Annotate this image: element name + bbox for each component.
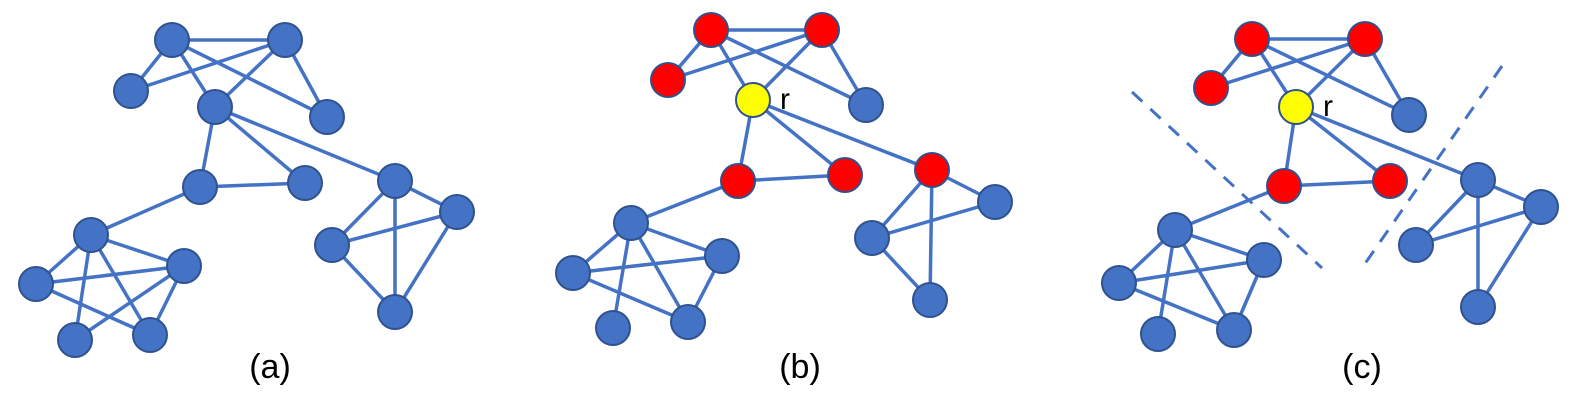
node-a-14 bbox=[57, 322, 93, 358]
node-b-14 bbox=[704, 238, 740, 274]
node-c-4 bbox=[1391, 97, 1427, 133]
edge-c-15-17 bbox=[1117, 281, 1236, 332]
neighborhood-node-c-2 bbox=[1193, 70, 1229, 106]
edge-a-3-7 bbox=[213, 105, 397, 183]
root-label-b: r bbox=[780, 83, 790, 116]
node-a-4 bbox=[309, 99, 345, 135]
root-label-c: r bbox=[1323, 90, 1333, 123]
node-c-9 bbox=[1157, 212, 1193, 248]
root-node-c-3 bbox=[1278, 89, 1314, 125]
node-a-13 bbox=[18, 266, 54, 302]
edge-a-13-11 bbox=[34, 264, 186, 286]
node-a-0 bbox=[154, 22, 190, 58]
neighborhood-node-b-1 bbox=[804, 12, 840, 48]
node-c-13 bbox=[1460, 289, 1496, 325]
edge-b-8-12 bbox=[928, 168, 934, 302]
edge-c-1-2 bbox=[1209, 37, 1367, 90]
edge-a-11-14 bbox=[73, 264, 186, 342]
node-a-15 bbox=[132, 317, 168, 353]
node-b-12 bbox=[912, 282, 948, 318]
neighborhood-node-b-6 bbox=[720, 163, 756, 199]
neighborhood-node-c-6 bbox=[1266, 168, 1302, 204]
edge-b-13-14 bbox=[571, 254, 724, 275]
neighborhood-node-b-2 bbox=[650, 62, 686, 98]
node-c-17 bbox=[1216, 312, 1252, 348]
edge-b-1-2 bbox=[666, 28, 824, 82]
edge-b-3-8 bbox=[751, 98, 934, 172]
node-b-15 bbox=[595, 310, 631, 346]
edge-c-3-5 bbox=[1294, 105, 1392, 183]
edge-b-6-9 bbox=[629, 179, 740, 225]
edge-a-1-2 bbox=[129, 38, 287, 93]
edge-b-9-16 bbox=[629, 221, 690, 324]
node-b-16 bbox=[670, 304, 706, 340]
edge-b-10-11 bbox=[870, 200, 997, 240]
edge-c-0-4 bbox=[1250, 37, 1411, 117]
neighborhood-node-b-0 bbox=[693, 12, 729, 48]
node-a-7 bbox=[377, 163, 413, 199]
edge-c-11-13 bbox=[1476, 205, 1543, 309]
node-b-9 bbox=[613, 205, 649, 241]
separator-line-left bbox=[1130, 90, 1324, 270]
edge-b-3-7 bbox=[751, 98, 847, 177]
edge-c-3-10 bbox=[1294, 105, 1480, 182]
node-c-10 bbox=[1460, 162, 1496, 198]
node-a-11 bbox=[166, 248, 202, 284]
node-c-12 bbox=[1398, 227, 1434, 263]
node-a-8 bbox=[439, 194, 475, 230]
panel-c: r (c) bbox=[1101, 21, 1559, 386]
separator-line-right bbox=[1360, 65, 1504, 269]
edge-c-9-17 bbox=[1173, 228, 1236, 332]
node-a-3 bbox=[197, 89, 233, 125]
node-b-13 bbox=[555, 255, 591, 291]
node-a-1 bbox=[267, 22, 303, 58]
edge-a-9-15 bbox=[89, 233, 152, 337]
neighborhood-node-c-0 bbox=[1234, 21, 1270, 57]
neighborhood-node-c-1 bbox=[1347, 21, 1383, 57]
panel-caption-b: (b) bbox=[779, 348, 821, 386]
node-a-9 bbox=[73, 217, 109, 253]
node-a-12 bbox=[377, 294, 413, 330]
node-b-11 bbox=[854, 220, 890, 256]
neighborhood-node-b-8 bbox=[914, 152, 950, 188]
edge-a-3-5 bbox=[213, 105, 307, 185]
node-a-5 bbox=[287, 165, 323, 201]
panel-caption-a: (a) bbox=[249, 348, 291, 386]
edge-a-0-4 bbox=[170, 38, 329, 119]
node-b-10 bbox=[977, 184, 1013, 220]
edge-b-13-16 bbox=[571, 271, 690, 324]
edge-a-8-10 bbox=[330, 210, 459, 247]
neighborhood-node-c-5 bbox=[1372, 163, 1408, 199]
panel-a: (a) bbox=[18, 22, 475, 386]
node-a-2 bbox=[113, 73, 149, 109]
edge-c-15-14 bbox=[1117, 258, 1266, 285]
edge-b-0-4 bbox=[709, 28, 868, 107]
root-node-b-3 bbox=[735, 82, 771, 118]
node-b-4 bbox=[848, 87, 884, 123]
edge-a-8-12 bbox=[393, 210, 459, 314]
node-a-6 bbox=[182, 169, 218, 205]
node-a-10 bbox=[314, 227, 350, 263]
edge-c-11-12 bbox=[1414, 205, 1543, 247]
node-c-11 bbox=[1523, 189, 1559, 225]
edge-a-6-9 bbox=[89, 185, 202, 237]
panel-b: r (b) bbox=[555, 12, 1013, 386]
neighborhood-node-b-7 bbox=[827, 157, 863, 193]
panel-caption-c: (c) bbox=[1342, 348, 1382, 386]
node-c-14 bbox=[1246, 242, 1282, 278]
edge-a-13-15 bbox=[34, 282, 152, 337]
edge-c-6-9 bbox=[1173, 184, 1286, 232]
node-c-16 bbox=[1140, 316, 1176, 352]
node-c-15 bbox=[1101, 265, 1137, 301]
